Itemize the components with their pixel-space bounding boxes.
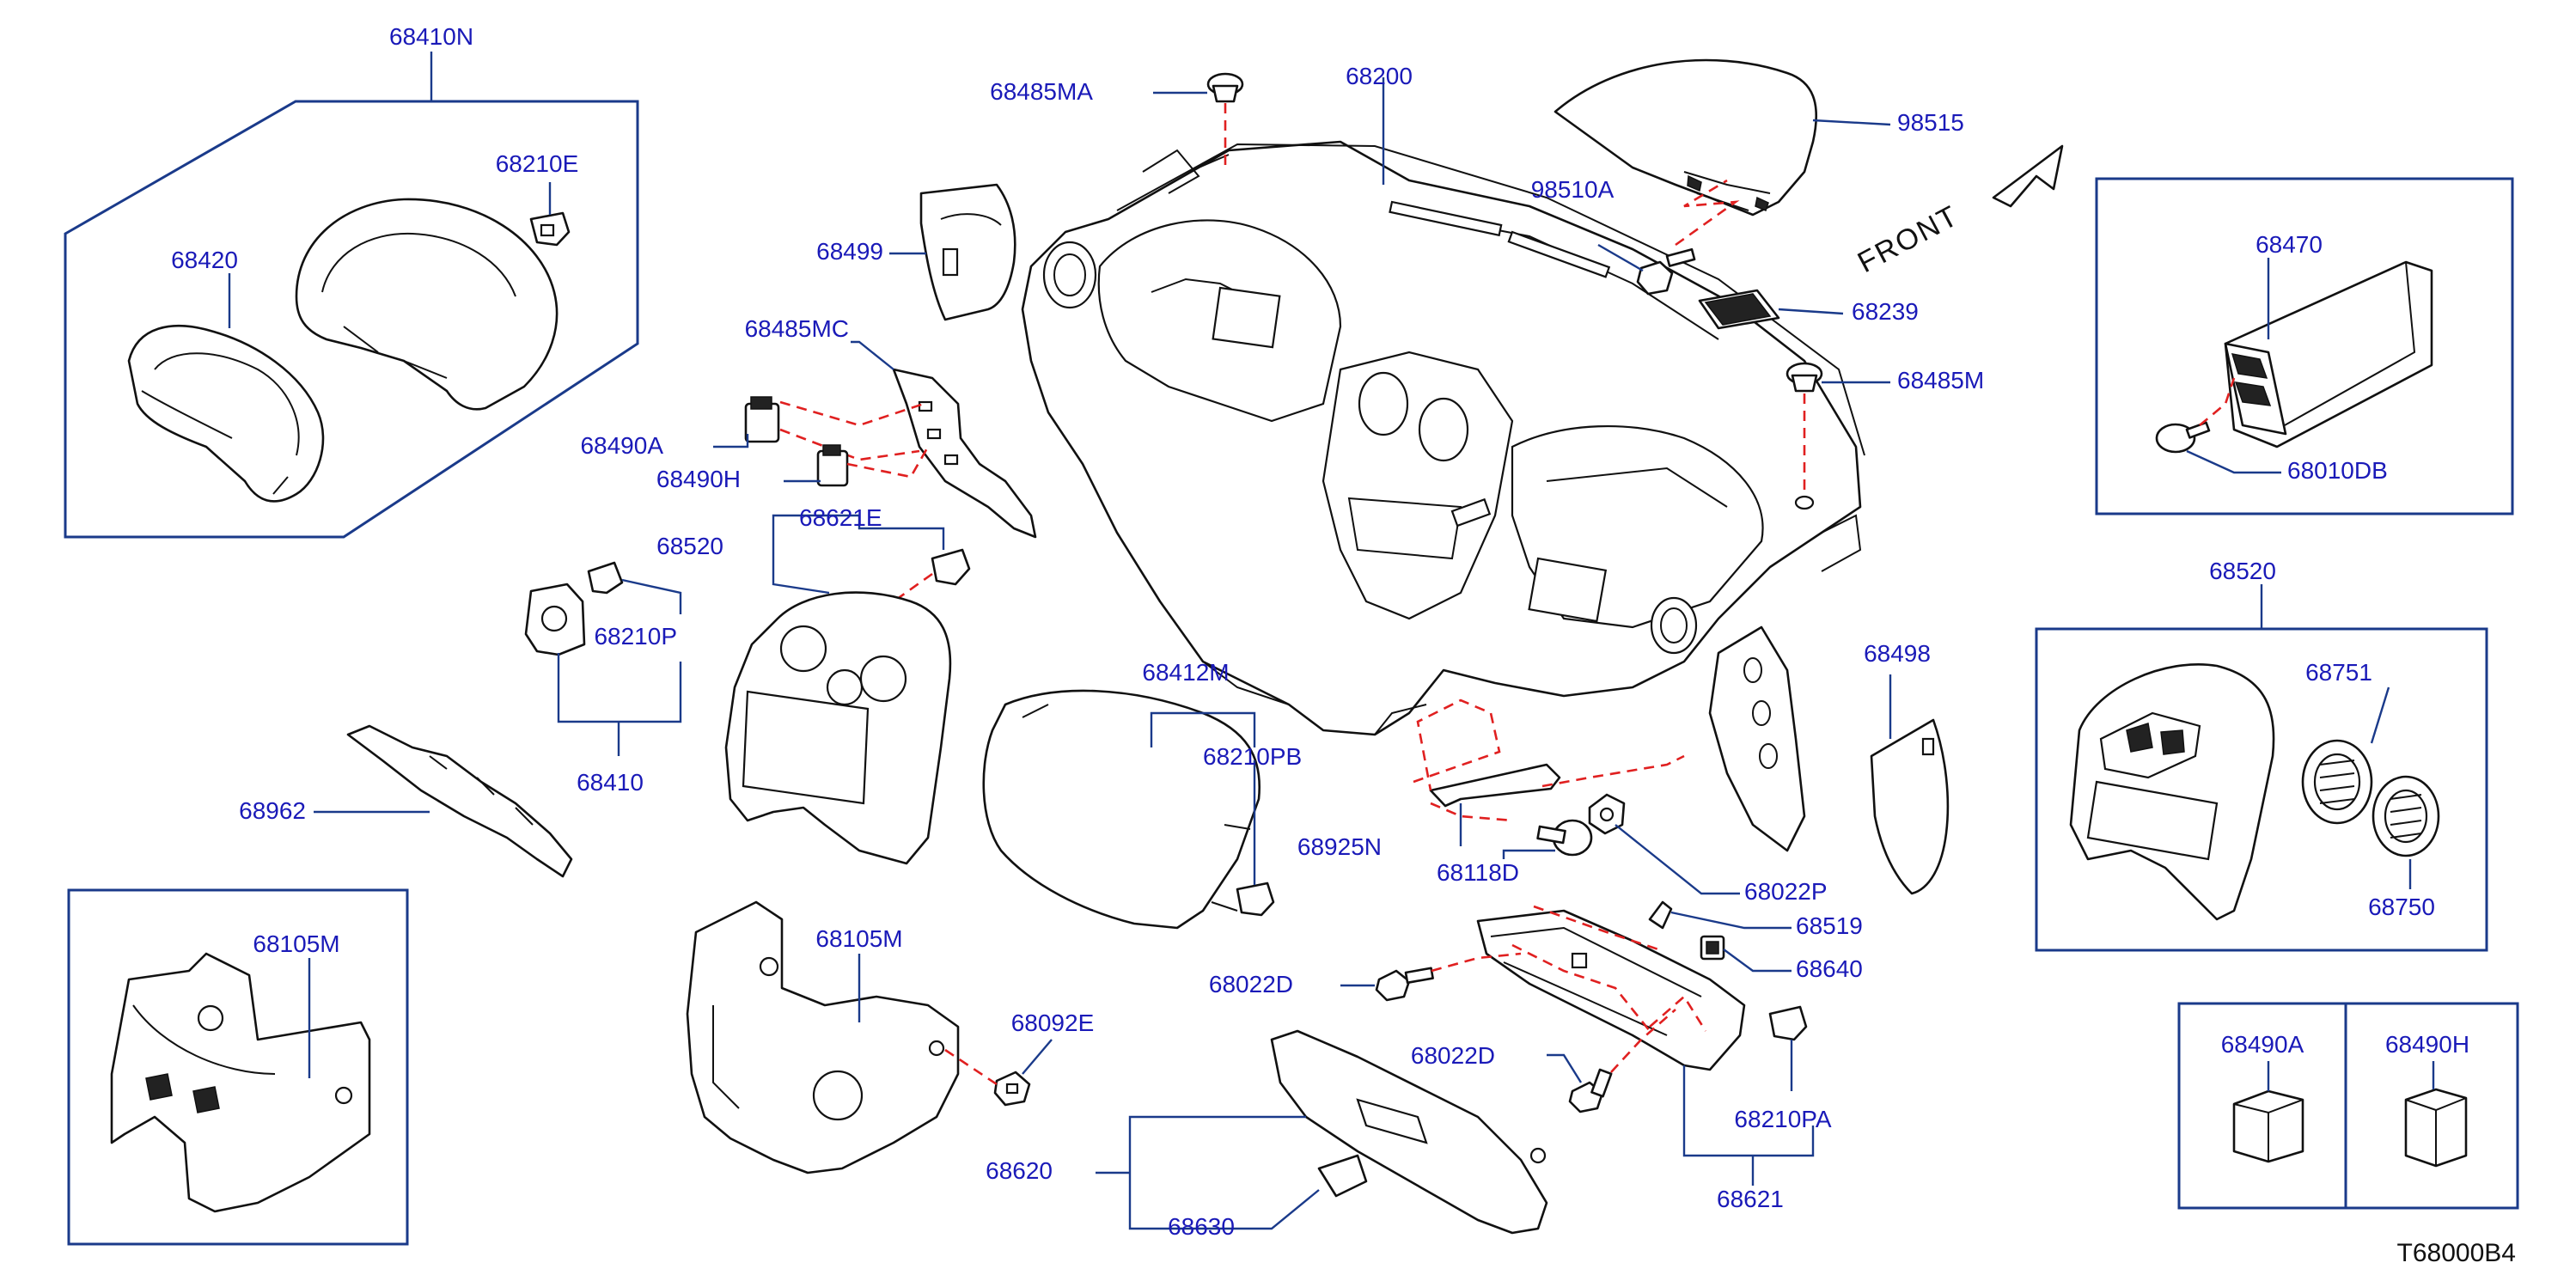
- label-68621[interactable]: 68621: [1717, 1186, 1784, 1212]
- label-68092E[interactable]: 68092E: [1011, 1010, 1095, 1036]
- label-68210E[interactable]: 68210E: [496, 150, 579, 177]
- part-68210PA[interactable]: [1768, 1005, 1808, 1041]
- label-68118D[interactable]: 68118D: [1437, 859, 1519, 886]
- label-68499[interactable]: 68499: [816, 238, 883, 265]
- part-68412M[interactable]: [982, 689, 1261, 930]
- part-68925N[interactable]: [1429, 763, 1561, 808]
- label-68022D-a[interactable]: 68022D: [1209, 971, 1293, 997]
- label-68410[interactable]: 68410: [577, 769, 644, 796]
- part-98515[interactable]: [1554, 58, 1818, 217]
- label-68925N[interactable]: 68925N: [1297, 833, 1382, 860]
- part-68022D-screw-b[interactable]: [1568, 1068, 1613, 1113]
- label-68485MC[interactable]: 68485MC: [745, 315, 849, 342]
- label-68498[interactable]: 68498: [1864, 640, 1931, 667]
- label-68520-main[interactable]: 68520: [656, 533, 723, 559]
- label-68750[interactable]: 68750: [2368, 894, 2435, 920]
- part-68239[interactable]: [1698, 289, 1780, 330]
- label-68239[interactable]: 68239: [1852, 298, 1919, 325]
- part-68210P-bracket[interactable]: [524, 561, 624, 656]
- group-68470-box: 68470 68010DB: [2095, 177, 2514, 515]
- label-68210P[interactable]: 68210P: [594, 623, 677, 650]
- label-68490A-box[interactable]: 68490A: [2221, 1031, 2304, 1058]
- label-68410N[interactable]: 68410N: [389, 23, 473, 50]
- label-68485M[interactable]: 68485M: [1897, 367, 1984, 393]
- diagram-code: T68000B4: [2397, 1239, 2516, 1267]
- label-68490H-box[interactable]: 68490H: [2385, 1031, 2469, 1058]
- part-68105M-box[interactable]: [110, 952, 371, 1213]
- label-68210PA[interactable]: 68210PA: [1734, 1106, 1831, 1132]
- front-label: FRONT: [1853, 199, 1964, 279]
- group-68520-box: 68751 68750: [2035, 627, 2488, 952]
- label-68621E[interactable]: 68621E: [799, 504, 882, 531]
- part-68621E[interactable]: [931, 548, 971, 586]
- part-68498[interactable]: [1870, 718, 1950, 895]
- part-68490A-box[interactable]: [2232, 1089, 2304, 1163]
- part-98510A[interactable]: [1636, 247, 1696, 296]
- part-68519[interactable]: [1648, 900, 1673, 930]
- part-68962[interactable]: [346, 724, 573, 878]
- label-98510A[interactable]: 98510A: [1531, 176, 1615, 203]
- label-68420[interactable]: 68420: [171, 247, 238, 273]
- label-68010DB[interactable]: 68010DB: [2287, 457, 2388, 484]
- label-68490A-main[interactable]: 68490A: [580, 432, 663, 459]
- part-68010DB[interactable]: [2155, 421, 2211, 454]
- part-68105M-main[interactable]: [686, 900, 960, 1174]
- part-68210PB[interactable]: [1236, 882, 1275, 917]
- label-68210PB[interactable]: 68210PB: [1203, 743, 1302, 770]
- part-68640[interactable]: [1700, 935, 1725, 961]
- part-68022D-screw-a[interactable]: [1375, 967, 1434, 1002]
- part-68485M[interactable]: [1785, 362, 1823, 393]
- label-68640[interactable]: 68640: [1796, 955, 1863, 982]
- part-68490H-clip[interactable]: [816, 444, 849, 487]
- part-68621-glovebox-housing[interactable]: [1476, 909, 1746, 1071]
- label-68751[interactable]: 68751: [2305, 659, 2372, 686]
- label-98515[interactable]: 98515: [1897, 109, 1964, 136]
- part-68485MC[interactable]: [892, 368, 1037, 539]
- front-direction-indicator: FRONT: [1853, 144, 2064, 279]
- part-68092E[interactable]: [993, 1071, 1031, 1107]
- part-68499[interactable]: [919, 183, 1016, 321]
- label-68519[interactable]: 68519: [1796, 912, 1863, 939]
- label-68022P[interactable]: 68022P: [1744, 878, 1828, 905]
- part-68490A-clip[interactable]: [744, 396, 780, 443]
- label-68412M[interactable]: 68412M: [1142, 659, 1229, 686]
- part-center-finisher[interactable]: [724, 591, 952, 865]
- label-68022D-b[interactable]: 68022D: [1411, 1042, 1495, 1069]
- group-68410N: 68410N 68420 68210E: [64, 23, 639, 539]
- part-68470[interactable]: [2224, 260, 2433, 448]
- label-68630[interactable]: 68630: [1168, 1213, 1235, 1240]
- label-68520-box[interactable]: 68520: [2209, 558, 2276, 584]
- label-68962[interactable]: 68962: [239, 797, 306, 824]
- part-68751-vent[interactable]: [2301, 739, 2373, 825]
- part-meter-hood[interactable]: [295, 198, 559, 411]
- part-68630[interactable]: [1317, 1154, 1368, 1198]
- label-68485MA[interactable]: 68485MA: [990, 78, 1093, 105]
- label-68200[interactable]: 68200: [1346, 63, 1413, 89]
- group-68105M-box: 68105M: [67, 888, 409, 1246]
- part-68490H-box[interactable]: [2404, 1088, 2468, 1168]
- label-68620[interactable]: 68620: [986, 1157, 1053, 1184]
- part-68118D[interactable]: [1536, 819, 1593, 857]
- part-68210E[interactable]: [529, 211, 571, 247]
- part-68485MA[interactable]: [1206, 72, 1244, 103]
- part-68420[interactable]: [127, 325, 325, 503]
- part-68520-cluster[interactable]: [2069, 663, 2275, 921]
- group-68490-box: 68490A 68490H: [2177, 1002, 2519, 1210]
- part-68750-vent[interactable]: [2372, 775, 2440, 857]
- part-68620-glovebox[interactable]: [1270, 1029, 1548, 1235]
- part-68022P[interactable]: [1588, 793, 1626, 835]
- label-68105M-box[interactable]: 68105M: [253, 930, 339, 957]
- label-68105M-main[interactable]: 68105M: [815, 925, 902, 952]
- label-68470[interactable]: 68470: [2256, 231, 2323, 258]
- label-68490H-main[interactable]: 68490H: [656, 466, 741, 492]
